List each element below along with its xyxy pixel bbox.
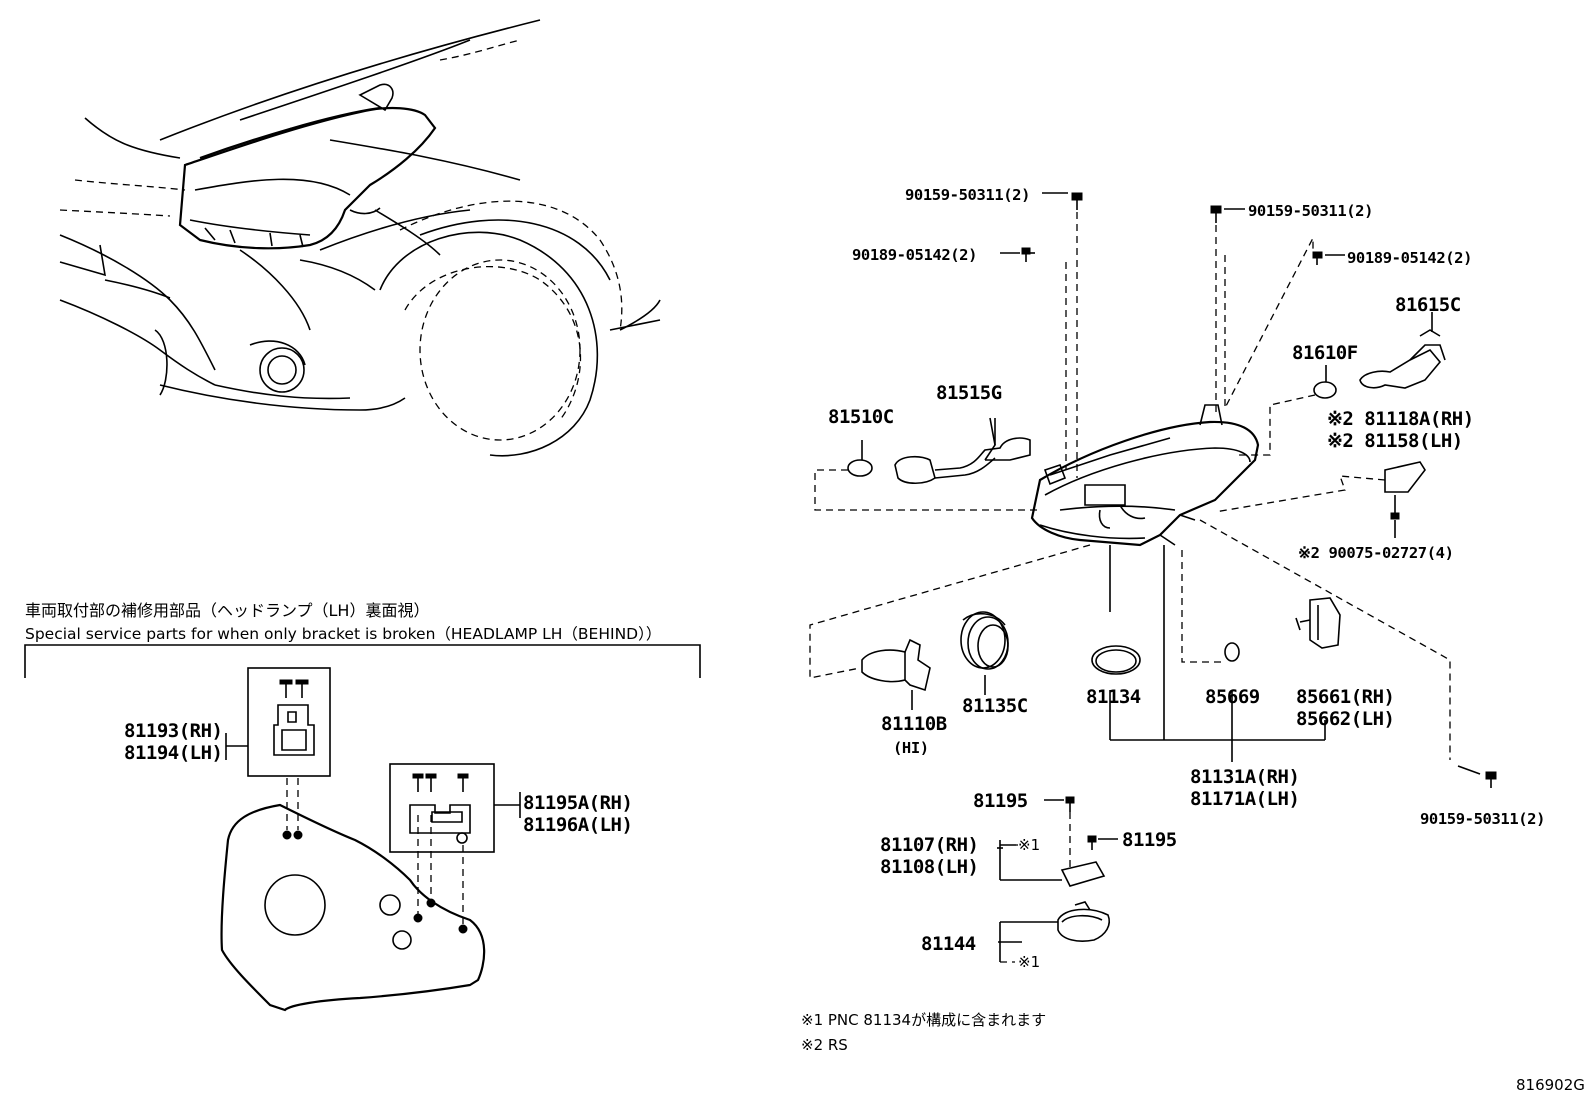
part-85661: 85661(RH) [1296, 686, 1395, 708]
mark-1-a: ※1 [1018, 836, 1041, 854]
part-81144: 81144 [921, 933, 976, 955]
car-front-illustration [59, 19, 661, 457]
part-81195A: 81195A(RH) [523, 792, 633, 814]
bulb-81615C [1359, 329, 1446, 389]
actuator-85661 [1295, 597, 1341, 740]
bulb-81110B [809, 544, 1091, 710]
part-81615C: 81615C [1395, 294, 1461, 316]
part-81510C: 81510C [828, 406, 894, 428]
ballast-81107 [997, 796, 1118, 887]
part-bolt-a: 90159-50311(2) [905, 186, 1031, 204]
note-2: ※2 RS [801, 1036, 848, 1054]
headlamp-back-housing [220, 803, 486, 1012]
diagram-code: 816902G [1516, 1076, 1585, 1094]
bracket-section-title-ja: 車両取付部の補修用部品（ヘッドランプ（LH）裏面視） [25, 601, 430, 620]
note-1: ※1 PNC 81134が構成に含まれます [801, 1011, 1047, 1029]
ring-81134 [1091, 545, 1165, 740]
cover-81144 [998, 901, 1110, 963]
bracket-lines-81131A [1110, 739, 1325, 762]
part-clip-b: 90189-05142(2) [1347, 249, 1473, 267]
bolt-lower-right [1199, 519, 1497, 788]
part-81515G: 81515G [936, 382, 1002, 404]
part-81194: 81194(LH) [124, 742, 223, 764]
part-81110B-sub: (HI) [893, 739, 929, 757]
part-81107: 81107(RH) [880, 834, 979, 856]
side-marker-81118A [1214, 461, 1426, 538]
mark-1-b: ※1 [1018, 953, 1041, 971]
part-81158: ※2 81158(LH) [1327, 430, 1463, 452]
part-81196A: 81196A(LH) [523, 814, 633, 836]
bracket-section-frame [24, 644, 701, 678]
part-81193: 81193(RH) [124, 720, 223, 742]
part-85669: 85669 [1205, 686, 1260, 708]
bulb-81510C [814, 440, 1040, 511]
part-81134: 81134 [1086, 686, 1141, 708]
ring-85669 [1181, 550, 1240, 740]
part-81610F: 81610F [1292, 342, 1358, 364]
bulb-81610F [1235, 381, 1337, 456]
part-81108: 81108(LH) [880, 856, 979, 878]
leader-lines [994, 312, 1433, 445]
part-85662: 85662(LH) [1296, 708, 1395, 730]
bracket-section-title-en: Special service parts for when only brac… [25, 625, 662, 643]
part-81131A: 81131A(RH) [1190, 766, 1300, 788]
bracket-81193-box [225, 667, 331, 840]
socket-81515G [894, 417, 1031, 485]
part-bolt-c: 90159-50311(2) [1420, 810, 1546, 828]
part-81135C: 81135C [962, 695, 1028, 717]
fastener-symbols [1000, 192, 1345, 478]
part-81110B: 81110B [881, 713, 947, 735]
part-bolt-b: 90159-50311(2) [1248, 202, 1374, 220]
bracket-81195A-box [389, 763, 521, 934]
part-81195-a: 81195 [973, 790, 1028, 812]
part-81171A: 81171A(LH) [1190, 788, 1300, 810]
part-clip-a: 90189-05142(2) [852, 246, 978, 264]
part-81118A: ※2 81118A(RH) [1327, 408, 1474, 430]
cover-81135C [960, 611, 1009, 695]
headlamp-assembly [1030, 404, 1260, 547]
part-81195-b: 81195 [1122, 829, 1177, 851]
part-90075: ※2 90075-02727(4) [1298, 544, 1454, 562]
